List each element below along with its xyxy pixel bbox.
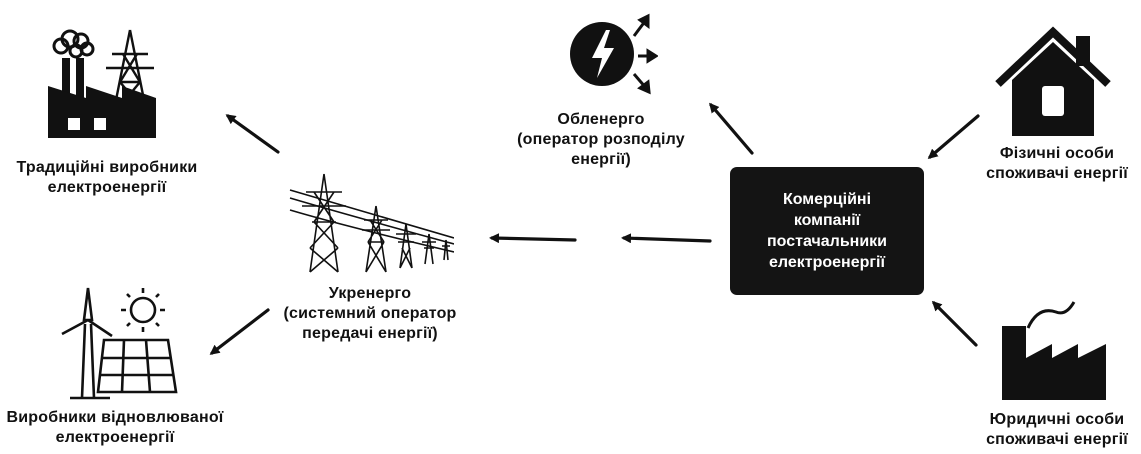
renewable-energy-icon bbox=[61, 287, 178, 400]
arrow-ukrenergo-to-renewable bbox=[209, 308, 270, 355]
arrow-supplier-to-ukrenergo-1 bbox=[621, 233, 712, 244]
hub-line: Комерційні bbox=[782, 191, 872, 208]
oblenergo-label: Обленерго (оператор розподілу енергії) bbox=[498, 110, 704, 170]
transmission-towers-icon bbox=[289, 173, 454, 273]
house-icon bbox=[995, 26, 1111, 136]
label-line: (системний оператор bbox=[283, 305, 457, 322]
label-line: (оператор розподілу bbox=[517, 131, 685, 148]
label-line: електроенергії bbox=[47, 179, 167, 196]
individual-consumers-label: Фізичні особи споживачі енергії bbox=[976, 144, 1138, 184]
arrow-legal-to-supplier bbox=[931, 300, 978, 347]
label-line: Виробники відновлюваної bbox=[6, 409, 224, 426]
ukrenergo-label: Укренерго (системний оператор передачі е… bbox=[270, 284, 470, 344]
commercial-supplier-box: Комерційні компанії постачальники електр… bbox=[730, 167, 924, 295]
label-line: Обленерго bbox=[557, 111, 645, 128]
hub-line: електроенергії bbox=[769, 254, 885, 271]
label-line: Укренерго bbox=[328, 285, 412, 302]
power-plant-icon bbox=[48, 29, 156, 138]
hub-line: компанії bbox=[793, 212, 861, 229]
legal-consumers-label: Юридичні особи споживачі енергії bbox=[976, 410, 1138, 450]
label-line: споживачі енергії bbox=[986, 165, 1128, 182]
hub-line: постачальники bbox=[767, 233, 887, 250]
traditional-producers-label: Традиційні виробники електроенергії bbox=[2, 158, 212, 198]
label-line: електроенергії bbox=[55, 429, 175, 446]
label-line: Юридичні особи bbox=[989, 411, 1125, 428]
label-line: Фізичні особи bbox=[999, 145, 1115, 162]
label-line: передачі енергії) bbox=[302, 325, 438, 342]
factory-icon bbox=[1002, 301, 1106, 400]
label-line: Традиційні виробники bbox=[16, 159, 198, 176]
arrow-ukrenergo-to-traditional bbox=[225, 114, 280, 154]
arrow-individuals-to-supplier bbox=[927, 114, 980, 159]
arrow-supplier-to-oblenergo bbox=[709, 102, 754, 155]
energy-distribution-icon bbox=[570, 13, 658, 95]
label-line: споживачі енергії bbox=[986, 431, 1128, 448]
label-line: енергії) bbox=[571, 151, 631, 168]
arrow-supplier-to-ukrenergo-2 bbox=[489, 233, 577, 244]
renewable-producers-label: Виробники відновлюваної електроенергії bbox=[2, 408, 228, 448]
